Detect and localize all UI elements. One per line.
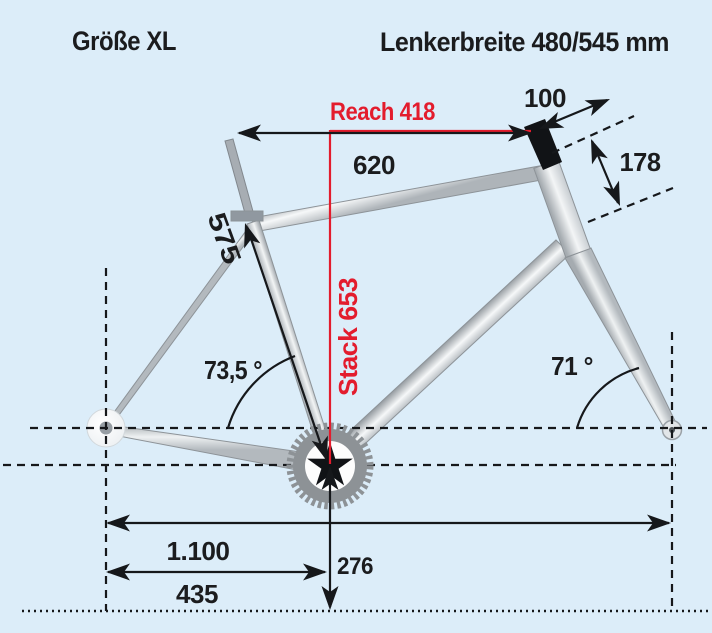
arrow-620-right — [508, 124, 532, 142]
dimension-lines — [108, 98, 669, 607]
arrow-620-left — [237, 124, 261, 142]
head-angle-label: 71 ° — [551, 351, 593, 381]
arrow-100-lower — [539, 112, 565, 129]
arrow-575-bottom — [311, 435, 328, 461]
arrow-178-top — [591, 139, 608, 165]
size-title: Größe XL — [72, 26, 176, 56]
reach-label: Reach 418 — [330, 98, 436, 126]
seat-clamp — [230, 210, 264, 222]
stem — [524, 119, 562, 170]
top-tube-label: 620 — [353, 150, 395, 180]
arrow-wheelbase-right — [647, 514, 671, 532]
labels: Größe XL Lenkerbreite 480/545 mm Reach 4… — [72, 26, 670, 609]
stack-reach-lines — [328, 129, 531, 464]
arrow-575-top — [244, 223, 261, 249]
fork-blade — [564, 247, 679, 434]
seat-post — [224, 138, 255, 218]
wheelbase-label: 1.100 — [167, 536, 230, 566]
arrow-chainstay-right — [303, 563, 327, 581]
seat-angle-label: 73,5 ° — [204, 355, 262, 385]
top-tube — [251, 164, 548, 233]
stem-length-label: 100 — [524, 83, 566, 113]
head-tube — [533, 158, 591, 259]
handlebar-width-title: Lenkerbreite 480/545 mm — [380, 27, 669, 57]
arrow-276-down — [321, 586, 339, 610]
seat-tube-dimension-line — [245, 226, 327, 458]
arrow-chainstay-left — [106, 563, 130, 581]
bb-ground-label: 276 — [337, 553, 373, 580]
head-angle-arc — [575, 366, 640, 429]
stack-label: Stack 653 — [333, 278, 363, 396]
head-tube-bottom-dashed-line — [587, 186, 674, 224]
arrow-276-up — [321, 466, 339, 490]
head-tube-length-label: 178 — [620, 147, 661, 177]
chainstay-label: 435 — [176, 579, 218, 609]
arrow-178-bottom — [603, 180, 620, 206]
arrowheads — [106, 99, 671, 610]
frame — [102, 119, 679, 475]
arrow-100-upper — [584, 99, 610, 116]
chainring-teeth — [286, 422, 374, 510]
arrow-wheelbase-left — [106, 514, 130, 532]
head-tube-top-dashed-line — [551, 114, 635, 155]
seat-angle-arc — [226, 354, 296, 429]
